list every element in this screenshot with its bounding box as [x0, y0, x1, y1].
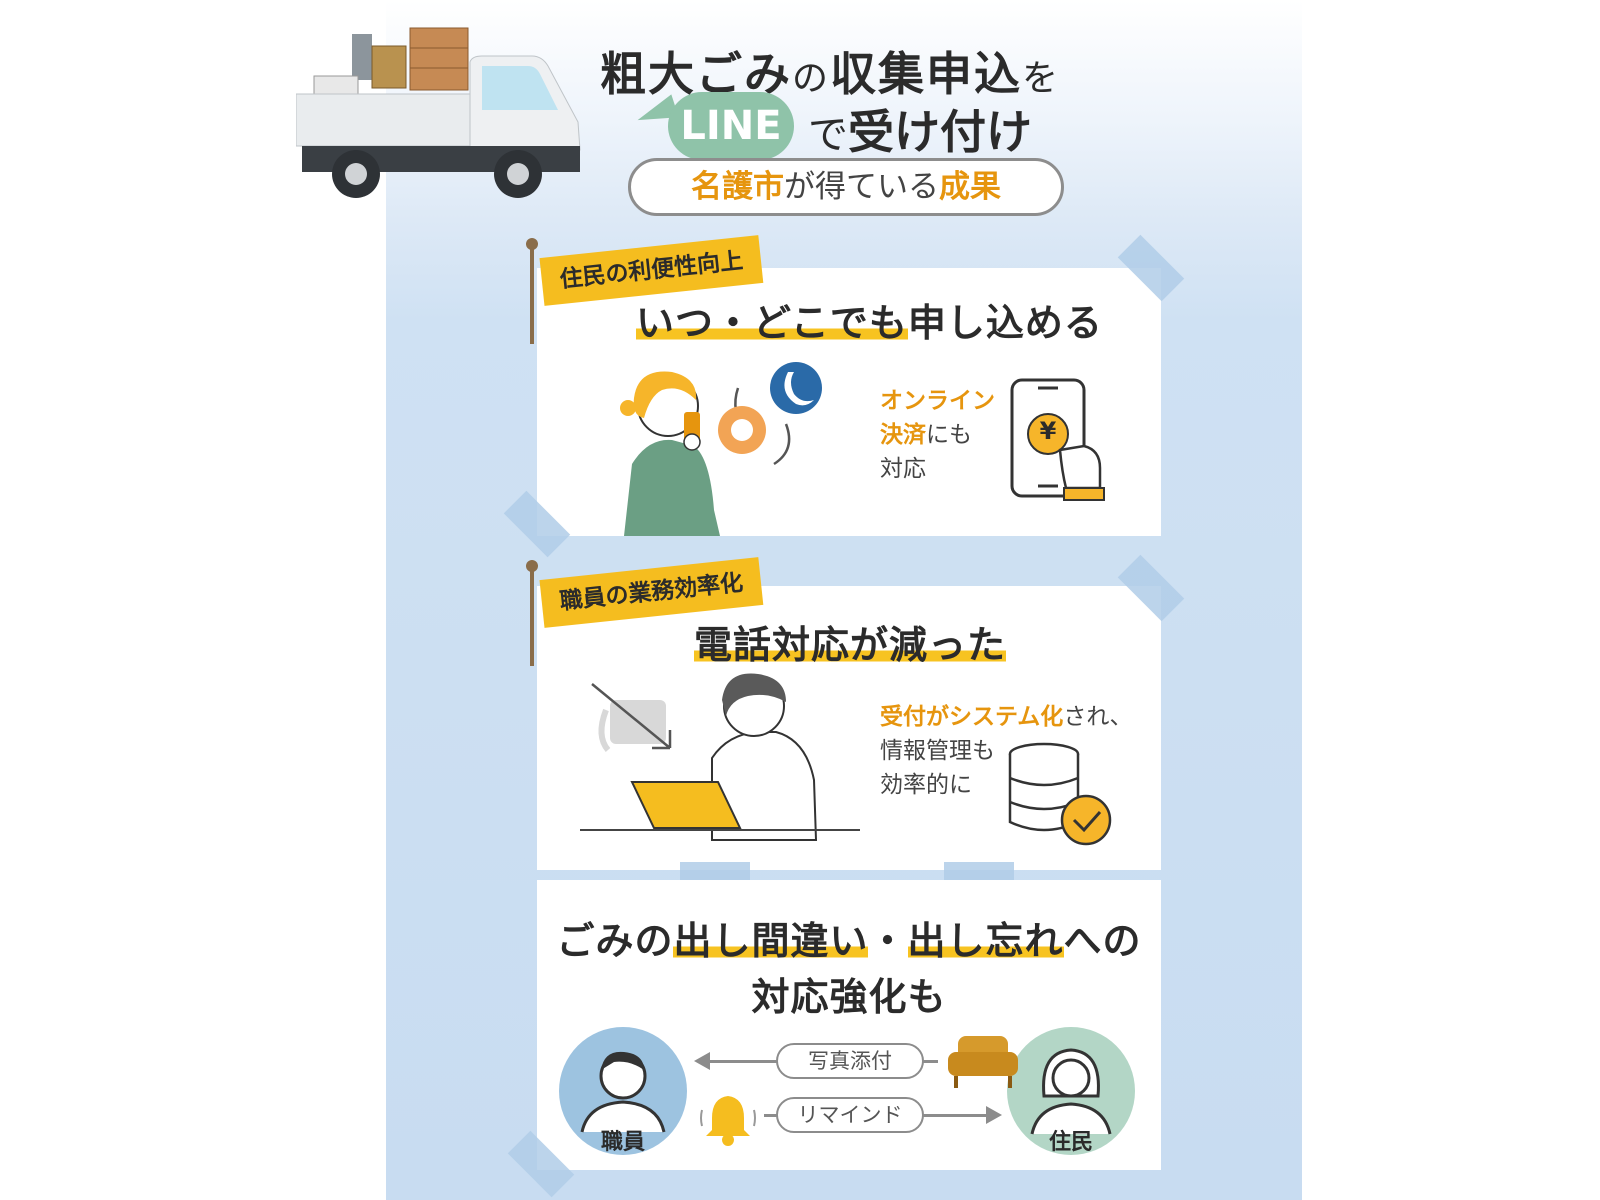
page-title-line1: 粗大ごみの収集申込を: [600, 38, 1110, 104]
section1-heading: いつ・どこでも申し込める: [636, 292, 1103, 347]
sofa-icon: [948, 1036, 1018, 1088]
database-check-icon: [1008, 742, 1112, 846]
truck-cargo-appliance: [313, 75, 359, 95]
woman-body: [624, 439, 720, 536]
line-badge: LINE: [668, 92, 794, 160]
truck-illustration: [296, 27, 581, 198]
side-text-taiou: 対応: [880, 456, 926, 482]
section1-side-text: オンライン 決済にも 対応: [880, 384, 995, 486]
truck-cargo-drawers: [409, 27, 469, 91]
bell-icon: [700, 1096, 756, 1146]
section3-heading-highlight-2: 出し忘れ: [907, 919, 1064, 963]
side-text-info: 情報管理も: [880, 738, 995, 764]
side-text-sare: され、: [1063, 704, 1133, 730]
decrease-arrow-icon: [591, 683, 672, 750]
section1-heading-rest: 申し込める: [907, 301, 1103, 345]
truck-window: [482, 66, 558, 110]
section3-heading-pre: ごみの: [556, 919, 674, 963]
moon-icon: [770, 362, 822, 414]
truck-cargo-box: [371, 45, 407, 89]
section1-heading-highlight: いつ・どこでも: [636, 301, 908, 345]
truck-bed: [296, 93, 471, 147]
resident-label: 住民: [1048, 1130, 1093, 1155]
worker-hair: [722, 673, 786, 716]
arrow-right-icon: [986, 1106, 1002, 1124]
woman-hair: [633, 371, 697, 418]
arrow-left-icon: [694, 1052, 710, 1070]
side-text-system: 受付がシステム化: [880, 704, 1064, 730]
flag-knob: [526, 560, 538, 572]
title-word-uketsuke: 受け付け: [848, 105, 1032, 159]
title-particle-no: の: [792, 58, 831, 99]
laptop-icon: [630, 781, 742, 829]
remind-label: リマインド: [776, 1097, 924, 1133]
result-city: 名護市: [691, 169, 784, 205]
section3-heading-mid: ・: [868, 919, 908, 963]
title-particle-de: で: [808, 112, 848, 158]
staff-avatar: [559, 1027, 687, 1155]
yen-coin-icon: [1027, 413, 1069, 455]
section3-heading-line2: 対応強化も: [751, 975, 947, 1019]
section2-heading: 電話対応が減った: [694, 614, 1007, 669]
staff-label: 職員: [600, 1130, 645, 1155]
flag-knob: [526, 238, 538, 250]
section3-heading-line1: ごみの出し間違い・出し忘れへの: [537, 910, 1161, 965]
result-middle: が得ている: [784, 169, 939, 205]
flag-pole: [530, 244, 534, 344]
smartphone-payment-icon: [1010, 378, 1105, 501]
section3-heading-post: への: [1063, 919, 1142, 963]
office-worker-illustration: [580, 673, 860, 841]
section3-heading-highlight-1: 出し間違い: [673, 919, 869, 963]
check-badge-icon: [1060, 794, 1112, 846]
side-text-nimo: にも: [926, 422, 972, 448]
woman-with-phone-illustration: [620, 362, 822, 536]
section2-side-text: 受付がシステム化され、 情報管理も 効率的に: [880, 700, 1133, 802]
result-word: 成果: [939, 169, 1001, 205]
yen-symbol: ¥: [1039, 417, 1057, 445]
side-text-efficient: 効率的に: [880, 772, 972, 798]
side-text-online: オンライン: [880, 388, 995, 414]
photo-attach-label: 写真添付: [776, 1043, 924, 1079]
resident-avatar: [1007, 1027, 1135, 1155]
hand-icon: [1058, 444, 1102, 490]
worker-body: [711, 731, 818, 841]
truck-cargo-lamp: [352, 34, 372, 80]
page-title-line2: で受け付け: [808, 96, 1032, 162]
side-text-payment: 決済: [880, 422, 926, 448]
cycle-arrow-icon: [773, 423, 791, 466]
result-subtitle: 名護市が得ている成果: [628, 158, 1064, 216]
section2-heading-highlight: 電話対応が減った: [694, 623, 1007, 667]
title-particle-wo: を: [1022, 58, 1061, 99]
title-word-shushu: 収集申込: [830, 47, 1023, 101]
flag-pole: [530, 566, 534, 666]
